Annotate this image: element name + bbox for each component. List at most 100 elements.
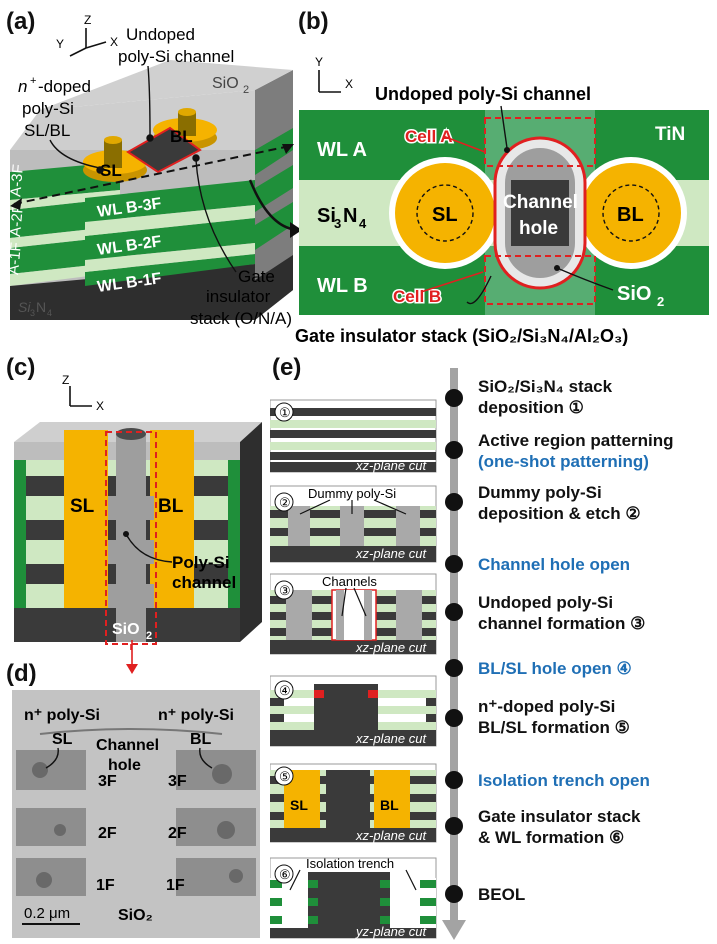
bl-c: BL xyxy=(158,496,184,517)
bl-pillar xyxy=(150,430,194,608)
ndoped-a-2: poly-Si xyxy=(22,99,74,118)
channel-c: channel xyxy=(172,573,236,592)
a3f-label: A-3F xyxy=(7,164,27,198)
a1f-label: A-1F xyxy=(5,242,25,276)
step-2-text: Active region patterning(one-shot patter… xyxy=(478,431,674,471)
bl-a: BL xyxy=(170,127,193,146)
panel-e-schematics: ① xz-plane cut ② Dummy poly-Si xz-plane … xyxy=(270,399,437,939)
sl-pillar xyxy=(64,430,108,608)
tin-label: TiN xyxy=(655,124,685,145)
f1r-d: 1F xyxy=(166,877,185,894)
channel-d: Channel xyxy=(96,737,159,754)
sio2-c: SiO xyxy=(112,621,140,638)
step-9-text: Gate insulator stack& WL formation ⑥ xyxy=(478,807,641,847)
step5-frame xyxy=(270,763,437,843)
panel-b-diagram: Y X Undoped poly-Si channel WL A WL B Ti… xyxy=(295,55,709,346)
step1-cut: xz-plane cut xyxy=(355,458,427,473)
panel-a-diagram: Z X Y xyxy=(5,13,294,328)
sl-e: SL xyxy=(290,797,308,813)
npoly-left-d: n⁺ poly-Si xyxy=(24,707,100,724)
cell-b-label: Cell B xyxy=(393,287,441,306)
f2l-d: 2F xyxy=(98,825,117,842)
sl-c: SL xyxy=(70,496,95,517)
ndoped-a-sup: + xyxy=(30,75,36,87)
si3n4-b-s1: 3 xyxy=(334,216,341,231)
axis-x-c: X xyxy=(96,399,104,413)
polysi-c: Poly-Si xyxy=(172,553,230,572)
step5-num: ⑤ xyxy=(279,769,291,784)
sio2-b-sub: 2 xyxy=(657,294,664,309)
channel-hole xyxy=(511,180,569,246)
f1l-d: 1F xyxy=(96,877,115,894)
axis-z-a: Z xyxy=(84,13,91,27)
channel-b: Channel xyxy=(503,192,578,213)
bl-e: BL xyxy=(380,797,399,813)
si3n4-a-n: N xyxy=(36,299,46,315)
a2f-label: A-2F xyxy=(7,204,27,238)
step1-num: ① xyxy=(279,405,291,420)
undoped-label-a-1: Undoped xyxy=(126,25,195,44)
gate-caption-b: Gate insulator stack (SiO₂/Si₃N₄/Al₂O₃) xyxy=(295,326,628,346)
wla-label: WL A xyxy=(317,139,367,161)
ndoped-a-rest: -doped xyxy=(38,77,91,96)
axis-z-c: Z xyxy=(62,373,69,387)
f3r-d: 3F xyxy=(168,773,187,790)
ndoped-a-3: SL/BL xyxy=(24,121,70,140)
f3l-d: 3F xyxy=(98,773,117,790)
gate-a-1: Gate xyxy=(238,267,275,286)
gate-a-3: stack (O/N/A) xyxy=(190,309,292,328)
undoped-label-b: Undoped poly-Si channel xyxy=(375,84,591,104)
step6-cut: yz-plane cut xyxy=(355,924,427,939)
sl-d: SL xyxy=(52,731,73,748)
si3n4-a-s2: 4 xyxy=(47,308,52,318)
axis-x-a: X xyxy=(110,35,118,49)
panel-b-label: (b) xyxy=(298,8,329,35)
step3-frame xyxy=(270,573,437,655)
axis-y-a: Y xyxy=(56,37,64,51)
panel-d-micrograph: n⁺ poly-Si n⁺ poly-Si SL BL Channel hole… xyxy=(12,690,260,938)
cell-a-box xyxy=(484,117,596,167)
npoly-right-d: n⁺ poly-Si xyxy=(158,707,234,724)
sio2-b: SiO xyxy=(617,283,651,305)
sl-region xyxy=(395,163,495,263)
trench-label: Isolation trench xyxy=(306,856,394,871)
cell-b-box xyxy=(484,255,596,305)
sio2-c-sub: 2 xyxy=(146,630,152,642)
si3n4-b-s2: 4 xyxy=(359,216,367,231)
sio2-a: SiO xyxy=(212,75,239,92)
hole-b: hole xyxy=(519,218,558,239)
bl-region xyxy=(581,163,681,263)
hole-d: hole xyxy=(108,757,141,774)
panel-a-label: (a) xyxy=(6,8,36,35)
step2-num: ② xyxy=(279,495,291,510)
gate-a-2: insulator xyxy=(206,287,271,306)
cell-a-label: Cell A xyxy=(405,127,453,146)
sl-a: SL xyxy=(100,161,122,180)
stack-block xyxy=(10,60,293,320)
panel-d-label: (d) xyxy=(6,660,37,687)
step3-num: ③ xyxy=(279,583,291,598)
axis-x-b: X xyxy=(345,77,353,91)
scale-d: 0.2 μm xyxy=(24,905,70,922)
f2r-d: 2F xyxy=(168,825,187,842)
step6-frame xyxy=(270,857,437,939)
si3n4-b: Si xyxy=(317,205,336,227)
arrow-c-to-d xyxy=(126,640,138,674)
step-8-text: Isolation trench open xyxy=(478,771,650,790)
step4-num: ④ xyxy=(279,683,291,698)
panel-c-label: (c) xyxy=(6,354,36,381)
step-4-text: Channel hole open xyxy=(478,555,631,574)
channels-label: Channels xyxy=(322,574,377,589)
undoped-label-a-2: poly-Si channel xyxy=(118,47,234,66)
step6-num: ⑥ xyxy=(279,867,291,882)
bl-b: BL xyxy=(617,204,644,226)
bl-d: BL xyxy=(190,731,212,748)
sio2-a-sub: 2 xyxy=(243,84,249,96)
panel-c-diagram: Z X SL BL Poly-Si channel SiO 2 xyxy=(14,373,262,650)
panel-a-axes xyxy=(69,28,107,57)
step4-frame xyxy=(270,675,437,747)
step-10-text: BEOL xyxy=(478,885,526,904)
arrow-a-to-b xyxy=(248,179,302,238)
